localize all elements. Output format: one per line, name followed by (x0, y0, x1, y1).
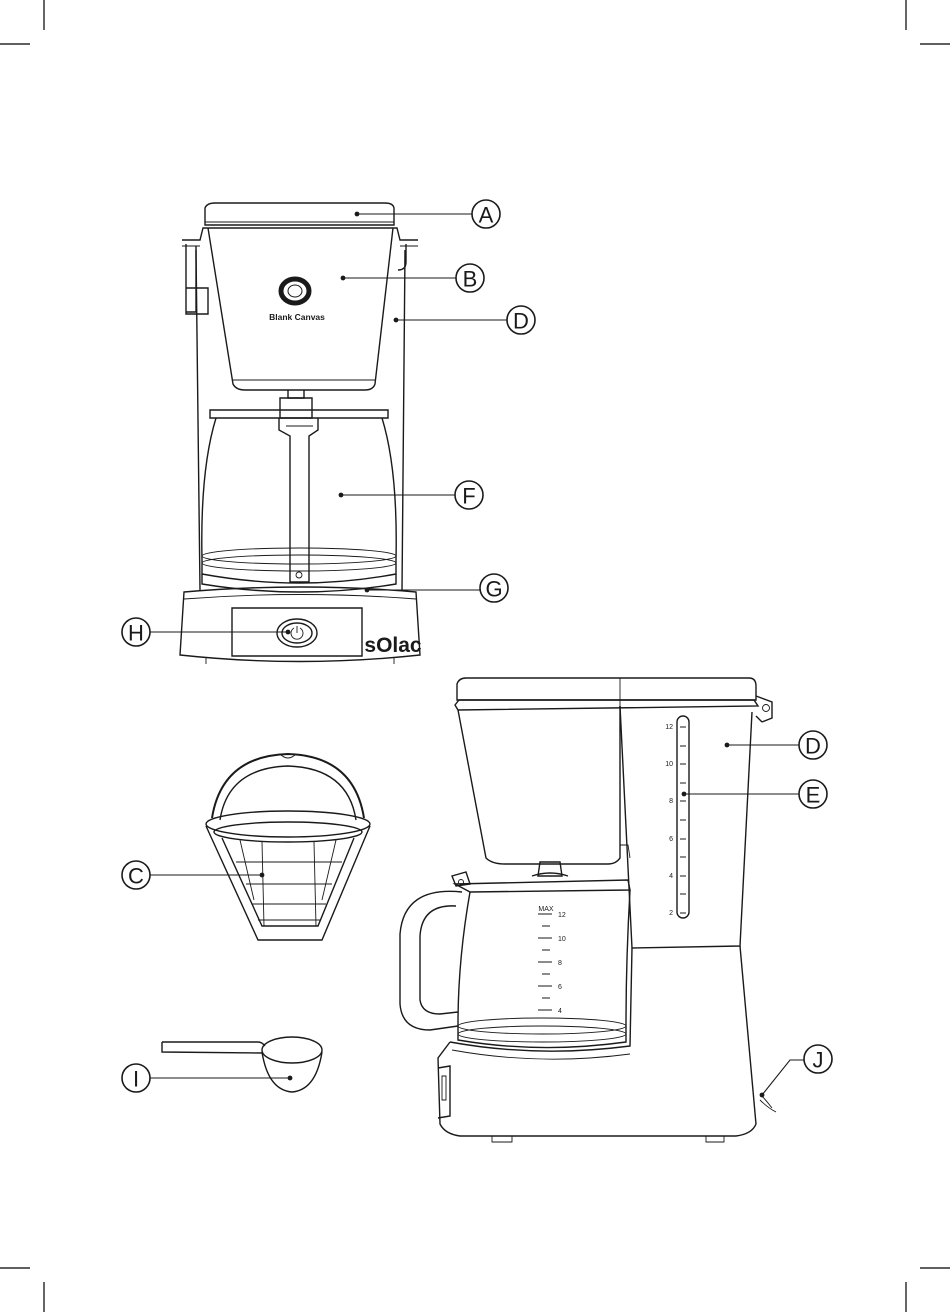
tank-scale: 12 10 8 6 4 2 (665, 724, 686, 917)
tank-mark-2: 2 (669, 910, 673, 917)
callout-label-b: B (463, 267, 478, 292)
callout-e: E (682, 780, 827, 808)
callout-f: F (339, 481, 483, 509)
callout-b: B (341, 264, 484, 292)
front-view-coffee-maker: Blank Canvas sOlac (180, 203, 422, 664)
callout-a: A (355, 200, 500, 228)
jug-mark-10: 10 (558, 936, 566, 943)
callout-label-g: G (485, 577, 502, 602)
jug-mark-12: 12 (558, 912, 566, 919)
callout-label-f: F (462, 484, 475, 509)
callout-d-front: D (394, 306, 535, 334)
filter-basket (206, 754, 370, 940)
callout-d-side: D (725, 731, 827, 759)
water-tank (620, 706, 752, 948)
carafe-lid (210, 410, 388, 418)
callout-label-h: H (128, 621, 144, 646)
callout-h: H (122, 618, 290, 646)
measuring-spoon (162, 1037, 322, 1092)
jug-mark-4: 4 (558, 1008, 562, 1015)
front-label: Blank Canvas (269, 312, 325, 322)
tank-mark-4: 4 (669, 873, 673, 880)
callout-label-d-side: D (805, 734, 821, 759)
jug-scale: MAX 12 10 8 6 4 (538, 906, 566, 1015)
callout-i: I (122, 1064, 292, 1092)
tank-mark-8: 8 (669, 798, 673, 805)
callout-label-c: C (128, 864, 144, 889)
jug-max-label: MAX (538, 906, 554, 913)
callout-label-j: J (813, 1048, 824, 1073)
callout-g: G (365, 574, 508, 602)
callout-j: J (760, 1045, 832, 1097)
jug-mark-6: 6 (558, 984, 562, 991)
filter-holder (208, 228, 393, 390)
callout-label-d-front: D (513, 309, 529, 334)
callout-label-e: E (806, 783, 821, 808)
side-base (438, 946, 756, 1136)
callout-label-a: A (479, 203, 494, 228)
tank-mark-10: 10 (665, 761, 673, 768)
jug-mark-8: 8 (558, 960, 562, 967)
carafe-handle (279, 418, 318, 582)
carafe (202, 418, 396, 583)
callout-label-i: I (133, 1067, 139, 1092)
brand-logo: sOlac (364, 634, 422, 657)
tank-mark-12: 12 (665, 724, 673, 731)
side-view-coffee-maker: 12 10 8 6 4 2 MAX 12 10 8 6 4 (400, 678, 776, 1142)
tank-mark-6: 6 (669, 836, 673, 843)
